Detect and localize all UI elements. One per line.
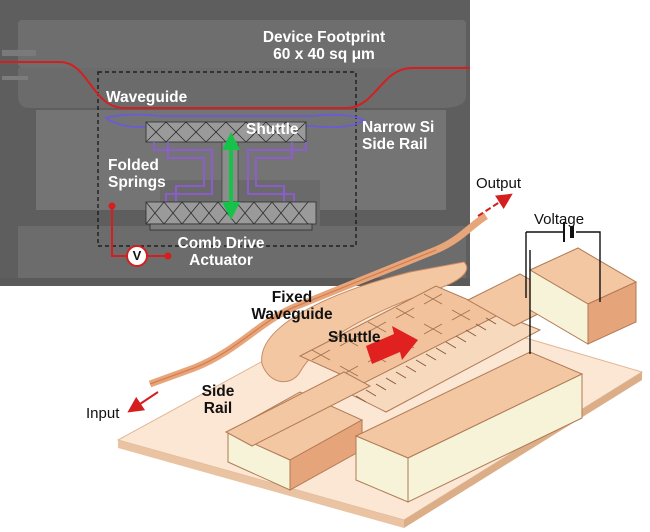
render-comb-fingers (344, 313, 542, 413)
sem-side-rail-label: Narrow Si Side Rail (362, 119, 435, 153)
render-shuttle-label: Shuttle (328, 329, 381, 346)
sem-waveguide-label: Waveguide (106, 89, 188, 106)
electrode-block-right (528, 247, 638, 345)
left-anchor-pad (226, 391, 364, 491)
electrode-block-front (354, 351, 584, 503)
left-tall-block (224, 371, 372, 447)
circuit-node-right (164, 252, 172, 260)
substrate-edge (118, 440, 404, 528)
output-waveguide (434, 213, 488, 254)
device-footprint-label: Device Footprint 60 x 40 sq μm (262, 29, 386, 63)
fixed-waveguide-label: Fixed Waveguide (251, 289, 333, 323)
sem-waveguide-line (0, 61, 470, 109)
voltage-source (525, 222, 601, 354)
output-label: Output (476, 175, 522, 192)
sem-folded-springs (153, 142, 307, 202)
render-shuttle-arrow (366, 326, 418, 364)
sem-folded-springs-label: Folded Springs (108, 157, 166, 191)
sem-side-rail (103, 113, 366, 128)
voltage-symbol: V (126, 245, 148, 267)
shuttle-motion-arrow (222, 132, 240, 220)
device-footprint-box (97, 71, 357, 247)
circuit-node-left (108, 202, 116, 210)
render-input-arrow (127, 391, 159, 413)
sem-shuttle-truss (145, 121, 307, 143)
voltage-label: Voltage (534, 211, 585, 228)
sem-comb-drive-label: Comb Drive Actuator (177, 235, 265, 269)
input-label: Input (86, 405, 120, 422)
side-rail-label: Side Rail (201, 383, 235, 417)
sem-shuttle-label: Shuttle (246, 121, 299, 138)
render-output-arrow (477, 193, 513, 217)
